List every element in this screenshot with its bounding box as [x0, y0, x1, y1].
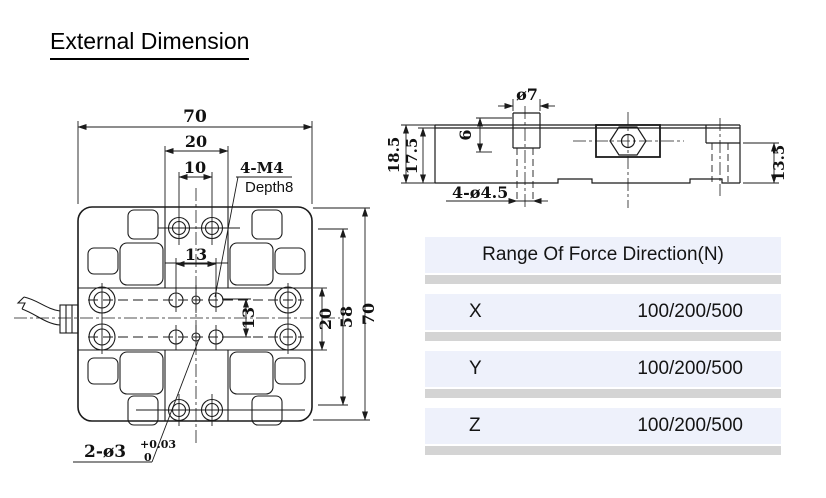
- dim-right-h: 13.5: [770, 145, 788, 182]
- dim-right-inner: 58: [337, 306, 356, 328]
- axis-label: Z: [469, 415, 481, 436]
- topview-dimensions: [73, 121, 370, 463]
- dim-boss-dia: ø7: [516, 85, 538, 104]
- top-view: 70 20 10 13 13 20 58 70 4-M4 Depth8 2-ø3…: [14, 107, 378, 464]
- range-value: 100/200/500: [637, 358, 743, 379]
- table-divider: [425, 275, 781, 284]
- left-boss: [512, 106, 541, 207]
- dim-bolt-span: 20: [185, 132, 207, 151]
- table-row: Y 100/200/500: [425, 351, 781, 387]
- center-block: [573, 112, 684, 208]
- table-row: X 100/200/500: [425, 294, 781, 330]
- cable-connector: [16, 296, 79, 334]
- dim-bolt-pitch: 10: [184, 158, 206, 177]
- table-divider: [425, 446, 781, 455]
- table-divider: [425, 332, 781, 341]
- range-value: 100/200/500: [637, 301, 743, 322]
- topview-pockets: [87, 209, 306, 426]
- dim-hole-h: 13: [185, 245, 207, 264]
- dim-body-h: 17.5: [403, 138, 421, 175]
- table-header: Range Of Force Direction(N): [425, 237, 781, 273]
- label-pin: 2-ø3: [84, 442, 126, 462]
- sideview-dimensions: [401, 99, 779, 204]
- dim-right-total: 70: [359, 303, 378, 325]
- page-title: External Dimension: [50, 28, 250, 60]
- table-row: Z 100/200/500: [425, 408, 781, 444]
- axis-label: Y: [469, 358, 482, 379]
- m4-holes: [136, 212, 305, 426]
- table-header-label: Range Of Force Direction(N): [482, 244, 724, 265]
- label-pin-tol-sub: 0: [144, 451, 152, 464]
- dim-step: 6: [456, 129, 475, 140]
- side-view: ø7 6 18.5 17.5 4-ø4.5 13.5: [385, 85, 788, 208]
- right-boss: [705, 118, 740, 196]
- force-range-table: Range Of Force Direction(N) X 100/200/50…: [425, 237, 781, 465]
- dim-total-h: 18.5: [385, 137, 403, 174]
- axis-label: X: [469, 301, 482, 322]
- label-depth: Depth8: [245, 179, 293, 196]
- dim-right-span: 20: [316, 308, 335, 330]
- dim-width-top: 70: [183, 107, 207, 127]
- label-pin-tol-sup: +0.03: [140, 438, 176, 451]
- dim-hole-v: 13: [239, 307, 258, 329]
- corner-holes: [88, 283, 302, 354]
- dim-mount-holes: 4-ø4.5: [452, 183, 508, 202]
- table-divider: [425, 389, 781, 398]
- label-thread: 4-M4: [240, 159, 284, 177]
- range-value: 100/200/500: [637, 415, 743, 436]
